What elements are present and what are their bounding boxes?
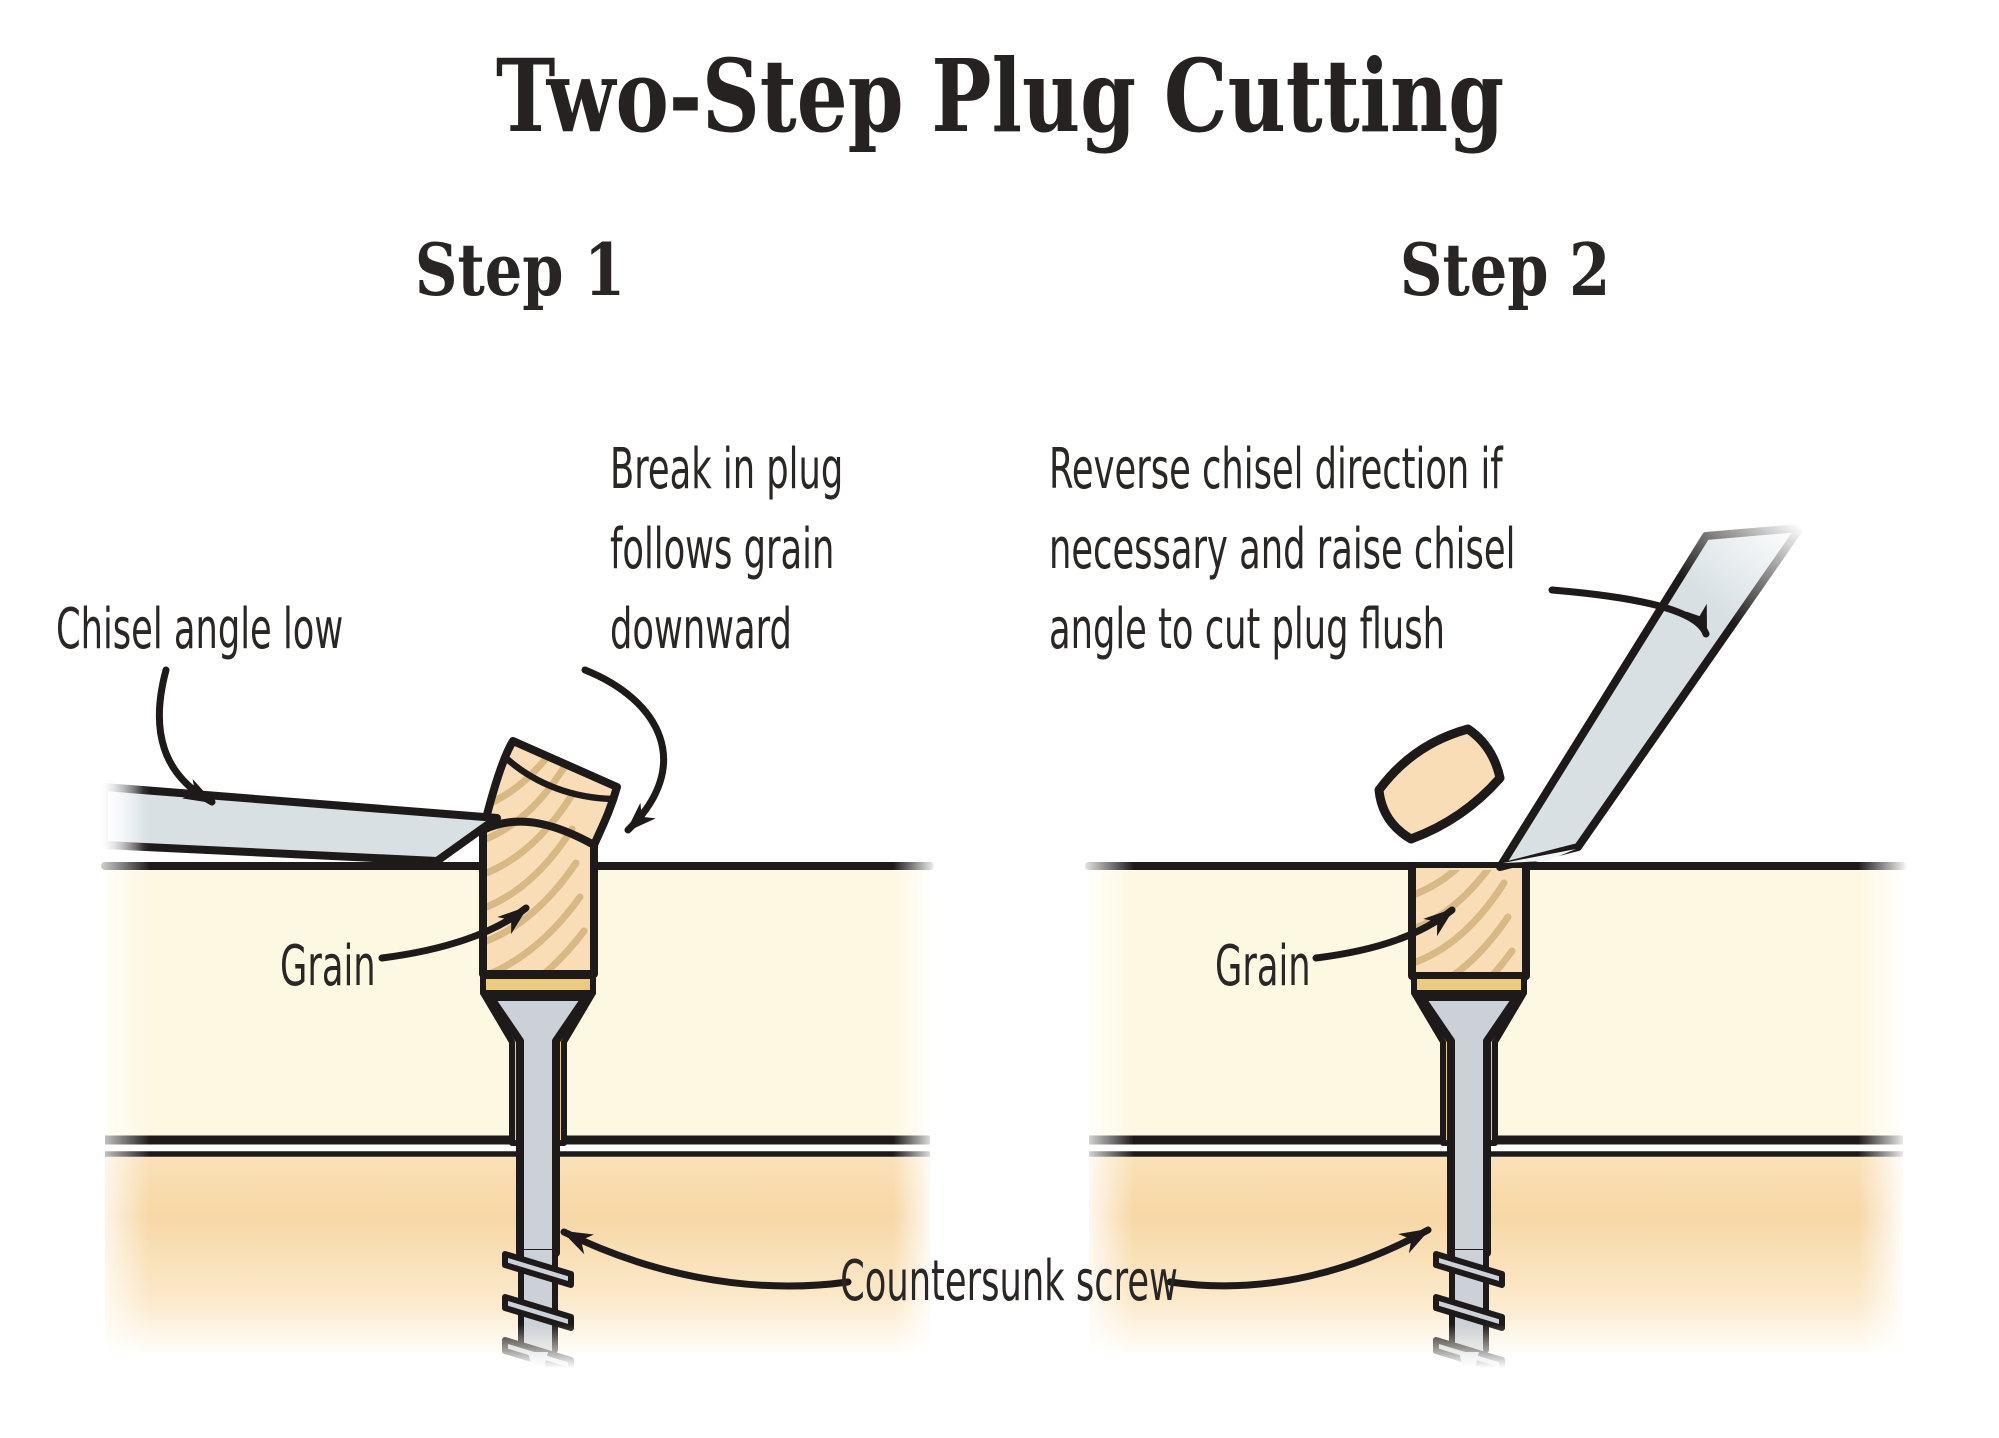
- svg-text:follows grain: follows grain: [610, 518, 834, 583]
- step1-plug: [479, 737, 621, 978]
- chisel-blade-icon: [100, 783, 501, 865]
- step2-right-edge-fade: [1858, 850, 1908, 1370]
- step2-plug-chip: [1374, 724, 1505, 844]
- chisel-bevel-face: [1503, 849, 1576, 863]
- svg-text:Break in plug: Break in plug: [610, 438, 843, 503]
- break-in-plug-arrow: [581, 666, 668, 834]
- svg-text:angle to cut plug flush: angle to cut plug flush: [1049, 598, 1445, 663]
- chisel-angle-low-label: Chisel angle low: [56, 598, 343, 663]
- leader-arrows: [155, 586, 1710, 1290]
- countersunk-screw-arrow-left: [560, 1228, 852, 1290]
- step1-right-edge-fade: [893, 850, 937, 1370]
- chisel-angle-low-arrow: [155, 666, 216, 806]
- countersunk-screw-arrow-right: [1166, 1226, 1432, 1290]
- grain-arrow-step2: [1312, 906, 1456, 962]
- step2-left-edge-fade: [1078, 850, 1134, 1370]
- grain-arrow-step1: [378, 904, 530, 962]
- break-in-plug-label: Break in plug follows grain downward: [610, 438, 843, 663]
- grain-label-step2: Grain: [1215, 935, 1311, 1000]
- svg-text:downward: downward: [610, 598, 792, 663]
- reverse-chisel-label: Reverse chisel direction if necessary an…: [1049, 438, 1515, 663]
- reverse-chisel-arrow: [1548, 586, 1710, 638]
- step2-chisel: [1496, 524, 1804, 871]
- step1-left-edge-fade: [88, 770, 150, 1370]
- step-1-label: Step 1: [415, 227, 625, 312]
- step1-plug-top-rim: [502, 754, 617, 803]
- step1-chisel: [100, 783, 501, 865]
- svg-text:Reverse chisel direction if: Reverse chisel direction if: [1049, 438, 1504, 503]
- chisel-blade-icon: [1496, 524, 1804, 871]
- svg-text:necessary and raise chisel: necessary and raise chisel: [1049, 518, 1515, 583]
- step1-plug-top-outline: [479, 737, 621, 849]
- countersunk-screw-label: Countersunk screw: [840, 1250, 1178, 1315]
- page-title: Two-Step Plug Cutting: [496, 38, 1504, 155]
- step-2-label: Step 2: [1400, 227, 1610, 312]
- grain-label-step1: Grain: [280, 935, 376, 1000]
